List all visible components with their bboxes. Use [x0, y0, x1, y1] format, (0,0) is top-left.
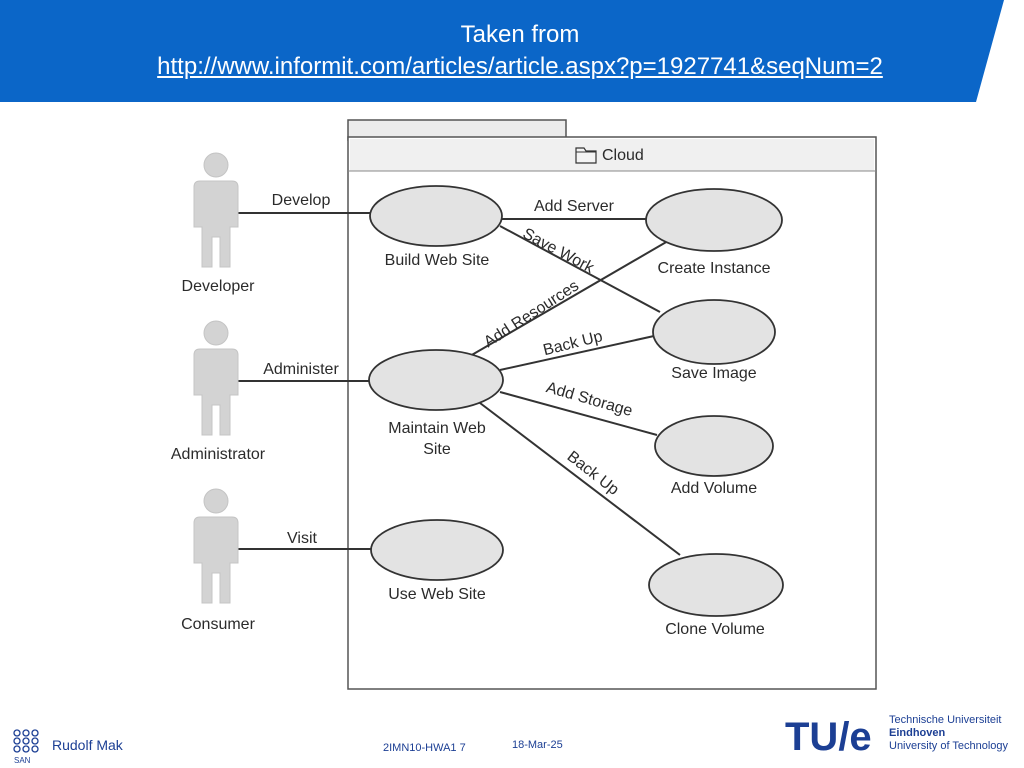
save-work-line — [499, 225, 661, 313]
tue-name-line2: Eindhoven — [889, 727, 946, 739]
usecase-maintain-web-site — [368, 349, 504, 411]
administrator-actor-icon — [193, 320, 239, 436]
usecase-add-volume — [654, 415, 774, 477]
footer-date: 18-Mar-25 — [512, 739, 563, 751]
link-label-visit: Visit — [287, 530, 317, 547]
actor-lines — [238, 212, 372, 550]
actor-label-developer: Developer — [182, 278, 256, 295]
back-up-line-1 — [499, 335, 655, 371]
footer-course-code: 2IMN10-HWA1 7 — [383, 742, 466, 754]
actor-label-consumer: Consumer — [181, 616, 255, 633]
footer-author: Rudolf Mak — [52, 737, 123, 753]
usecase-save-image — [652, 299, 776, 365]
relation-lines — [469, 218, 681, 556]
usecase-clone-volume — [648, 553, 784, 617]
header-title: Taken from — [460, 21, 580, 48]
usecase-label-save-image: Save Image — [671, 365, 756, 382]
link-label-develop: Develop — [272, 192, 331, 209]
usecase-label-build-web-site: Build Web Site — [385, 252, 490, 269]
tue-university-name: Technische Universiteit Eindhoven Univer… — [889, 714, 1008, 753]
usecase-label-clone-volume: Clone Volume — [665, 621, 765, 638]
tue-name-line1: Technische Universiteit — [889, 714, 1002, 726]
usecase-build-web-site — [369, 185, 503, 247]
usecase-label-maintain-web-site-line2: Site — [423, 441, 451, 458]
consumer-actor-icon — [193, 488, 239, 604]
san-logo-text: SAN — [14, 756, 31, 765]
system-name: Cloud — [602, 147, 644, 164]
add-resources-line — [469, 240, 669, 357]
add-storage-line — [499, 391, 658, 436]
back-up-line-2 — [479, 402, 681, 556]
usecase-label-use-web-site: Use Web Site — [388, 586, 486, 603]
source-link[interactable]: http://www.informit.com/articles/article… — [157, 53, 883, 80]
header-banner — [0, 0, 1004, 102]
usecase-label-create-instance: Create Instance — [658, 260, 771, 277]
developer-actor-icon — [193, 152, 239, 268]
san-logo: SAN — [13, 729, 39, 765]
usecase-label-maintain-web-site-line1: Maintain Web — [388, 420, 486, 437]
tue-name-line3: University of Technology — [889, 740, 1009, 752]
actor-label-administrator: Administrator — [171, 446, 266, 463]
tue-logo-text: TU/e — [785, 715, 872, 756]
usecase-use-web-site — [370, 519, 504, 581]
link-label-administer: Administer — [263, 361, 339, 378]
relation-label-add-server: Add Server — [534, 198, 615, 215]
usecase-create-instance — [645, 188, 783, 252]
usecase-label-add-volume: Add Volume — [671, 480, 757, 497]
folder-icon — [575, 147, 597, 164]
system-boundary: Cloud — [347, 119, 877, 690]
tue-logo: TU/e — [785, 715, 872, 756]
